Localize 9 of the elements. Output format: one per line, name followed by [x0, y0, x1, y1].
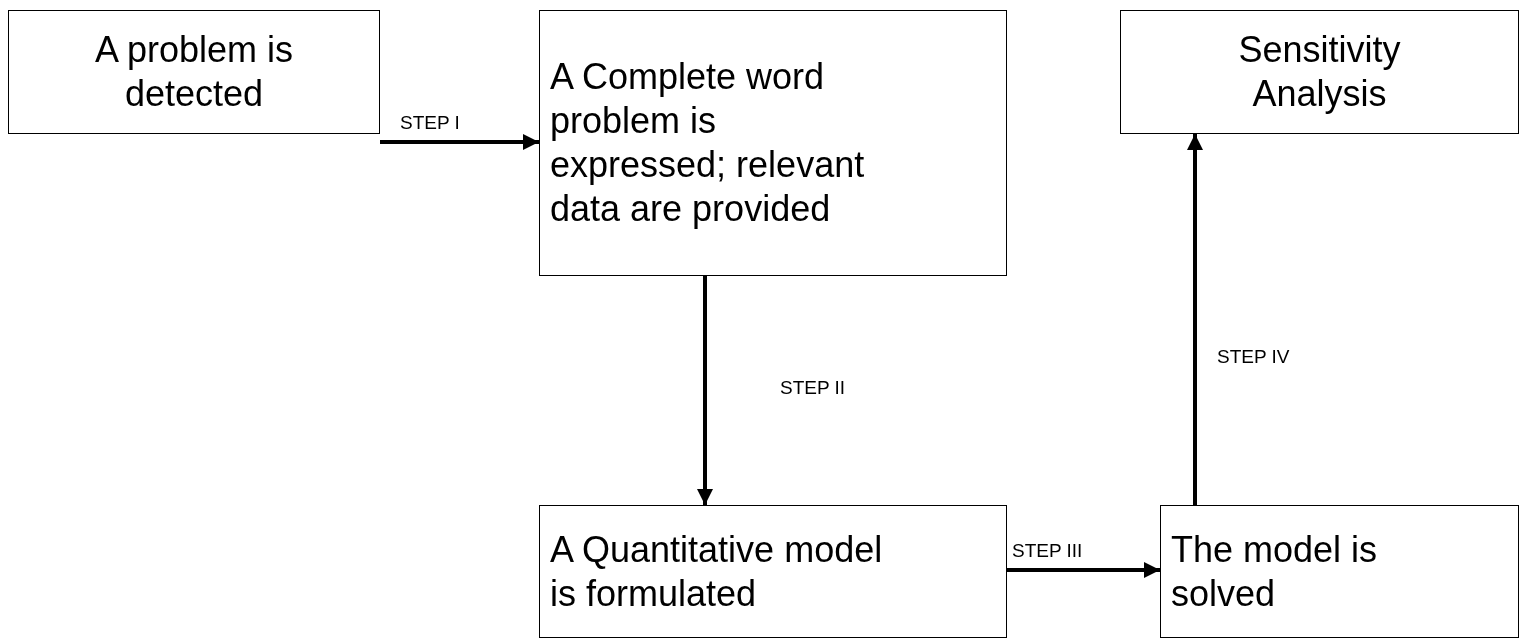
process-box: A problem is detected — [8, 10, 380, 134]
arrow — [380, 134, 539, 150]
arrow — [1187, 134, 1203, 505]
arrow — [1007, 562, 1160, 578]
process-box: A Complete word problem is expressed; relevant data are provided — [539, 10, 1007, 276]
process-box: The model is solved — [1160, 505, 1519, 638]
arrow — [697, 276, 713, 505]
process-box: Sensitivity Analysis — [1120, 10, 1519, 134]
process-box: A Quantitative model is formulated — [539, 505, 1007, 638]
